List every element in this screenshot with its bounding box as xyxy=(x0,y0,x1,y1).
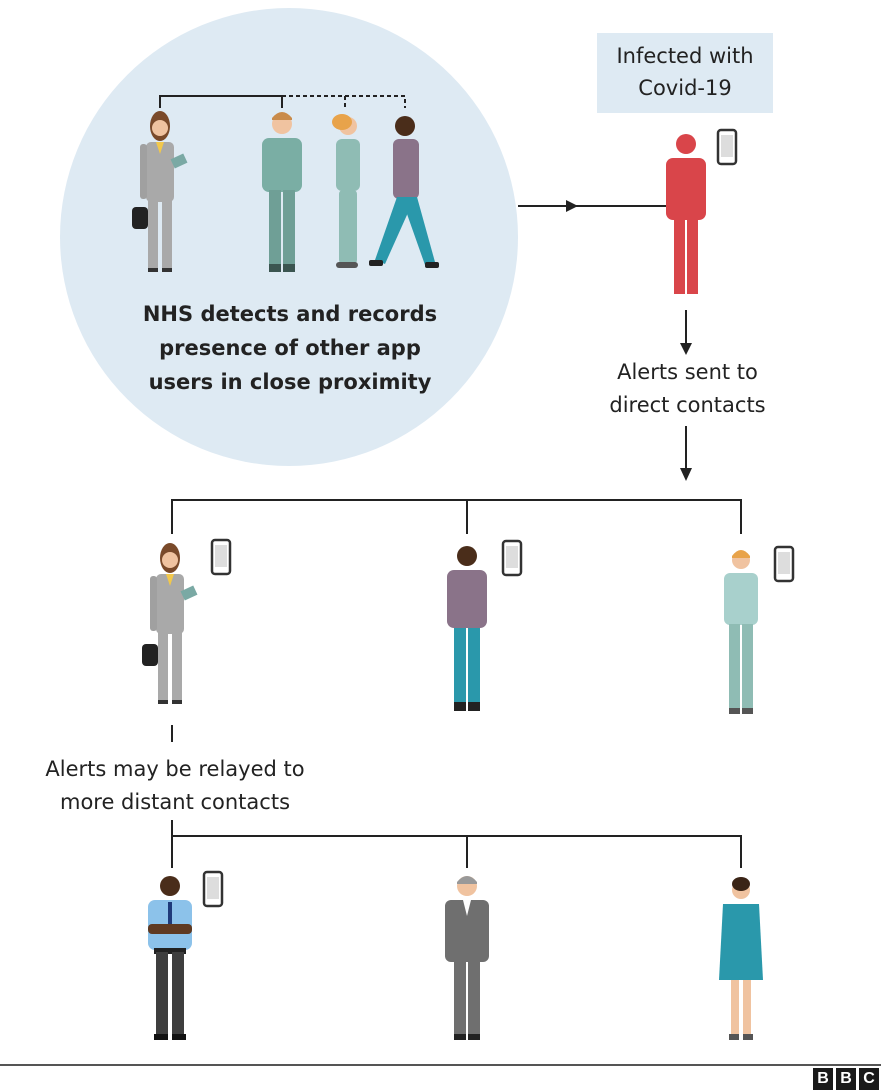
bbc-logo-letter-1: B xyxy=(813,1068,833,1090)
phone-icon-infected xyxy=(716,128,738,166)
infected-label-line-1: Infected with xyxy=(616,44,754,68)
arrow-down-1 xyxy=(680,310,692,355)
tree-connector-direct xyxy=(171,499,742,742)
person-businesswoman-circle xyxy=(132,111,188,272)
person-infected xyxy=(666,134,706,294)
person-man-blue-shirt-relayed xyxy=(148,876,192,1040)
bbc-logo-letter-2: B xyxy=(836,1068,856,1090)
person-scrubs-man-circle xyxy=(262,112,302,272)
person-walking-man-circle xyxy=(369,116,439,268)
proximity-caption-line-3: users in close proximity xyxy=(148,370,432,394)
alerts-direct-line-1: Alerts sent to xyxy=(617,360,758,384)
alerts-direct-label: Alerts sent to direct contacts xyxy=(590,356,785,422)
proximity-caption-line-2: presence of other app xyxy=(159,336,421,360)
person-nurse-relayed xyxy=(719,877,763,1040)
circle-connector xyxy=(159,95,406,108)
footer-divider xyxy=(0,1064,881,1066)
infected-label-line-2: Covid-19 xyxy=(638,76,732,100)
bbc-logo-letter-3: C xyxy=(859,1068,879,1090)
phone-icon-direct-3 xyxy=(773,545,795,583)
infected-label-box xyxy=(597,33,773,113)
phone-icon-direct-2 xyxy=(501,539,523,577)
person-businesswoman-direct xyxy=(142,543,198,704)
alerts-direct-line-2: direct contacts xyxy=(609,393,766,417)
bbc-logo: B B C xyxy=(813,1068,881,1092)
phone-icon-direct-1 xyxy=(210,538,232,576)
alerts-relayed-label: Alerts may be relayed to more distant co… xyxy=(20,753,330,819)
alerts-relayed-line-1: Alerts may be relayed to xyxy=(45,757,305,781)
proximity-caption-line-1: NHS detects and records xyxy=(142,302,438,326)
person-man-purple-direct xyxy=(447,546,487,711)
arrow-to-infected xyxy=(518,200,666,212)
person-woman-side-circle xyxy=(332,114,360,268)
infected-label: Infected with Covid-19 xyxy=(597,40,773,104)
alerts-relayed-line-2: more distant contacts xyxy=(59,790,291,814)
tree-connector-relayed xyxy=(171,820,742,868)
person-woman-teal-direct xyxy=(724,550,758,714)
arrow-down-2 xyxy=(680,426,692,481)
phone-icon-relayed-1 xyxy=(202,870,224,908)
proximity-caption: NHS detects and records presence of othe… xyxy=(110,297,470,399)
person-man-suit-relayed xyxy=(445,876,489,1040)
